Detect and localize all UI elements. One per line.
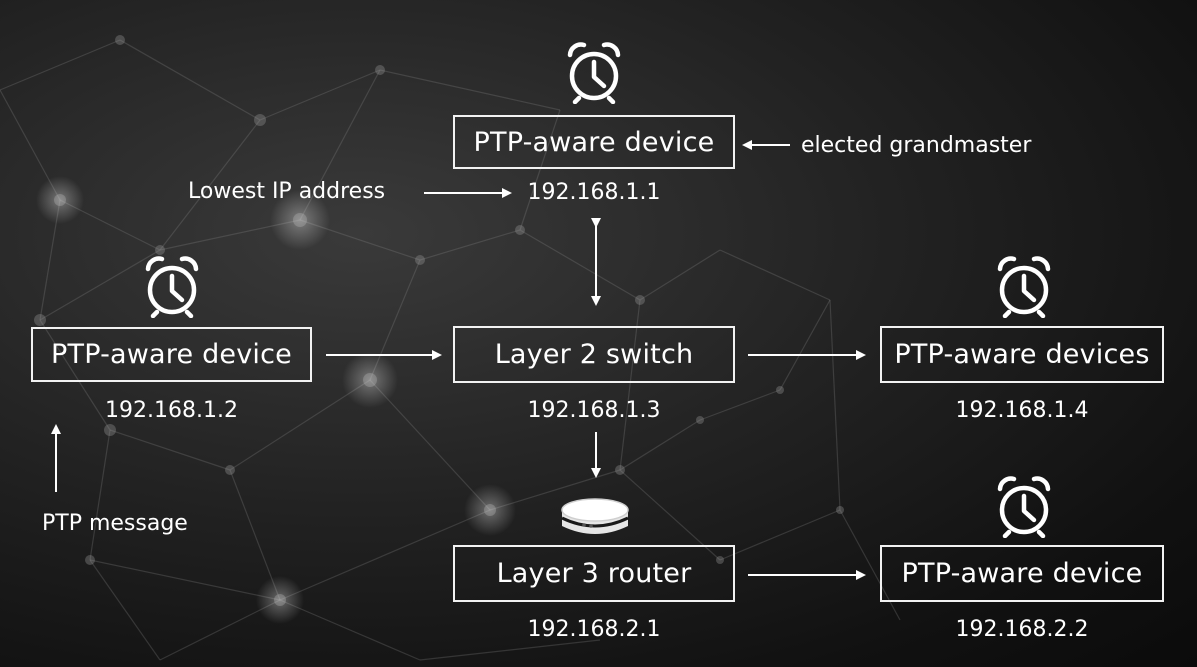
left-ptp-device-ip: 192.168.1.2 [105, 398, 238, 423]
grandmaster-device-label: PTP-aware device [473, 126, 715, 158]
router-ptp-device-ip: 192.168.2.2 [955, 617, 1089, 642]
ptp-message-label: PTP message [42, 511, 188, 536]
lowest-ip-address-label: Lowest IP address [188, 179, 386, 204]
right-ptp-devices-label: PTP-aware devices [894, 339, 1150, 370]
alarm-clock-icon [145, 256, 199, 318]
layer3-router-box: Layer 3 router [453, 545, 735, 602]
alarm-clock-icon [567, 42, 621, 104]
layer2-switch-box: Layer 2 switch [453, 326, 735, 383]
layer3-router-label: Layer 3 router [496, 558, 692, 589]
elected-grandmaster-label: elected grandmaster [801, 133, 1032, 158]
alarm-clock-icon [997, 476, 1051, 538]
alarm-clock-icon [997, 256, 1051, 318]
grandmaster-ip: 192.168.1.1 [527, 180, 661, 205]
layer2-switch-ip: 192.168.1.3 [527, 398, 661, 423]
router-icon [561, 498, 629, 534]
layer2-switch-label: Layer 2 switch [494, 339, 694, 370]
right-ptp-devices-ip: 192.168.1.4 [955, 398, 1089, 423]
layer3-router-ip: 192.168.2.1 [527, 617, 661, 642]
grandmaster-device-box: PTP-aware device [453, 115, 735, 169]
left-ptp-device-box: PTP-aware device [31, 327, 312, 382]
router-ptp-device-box: PTP-aware device [880, 545, 1164, 602]
right-ptp-devices-box: PTP-aware devices [880, 326, 1164, 383]
router-ptp-device-label: PTP-aware device [901, 558, 1143, 589]
left-ptp-device-label: PTP-aware device [51, 339, 292, 370]
